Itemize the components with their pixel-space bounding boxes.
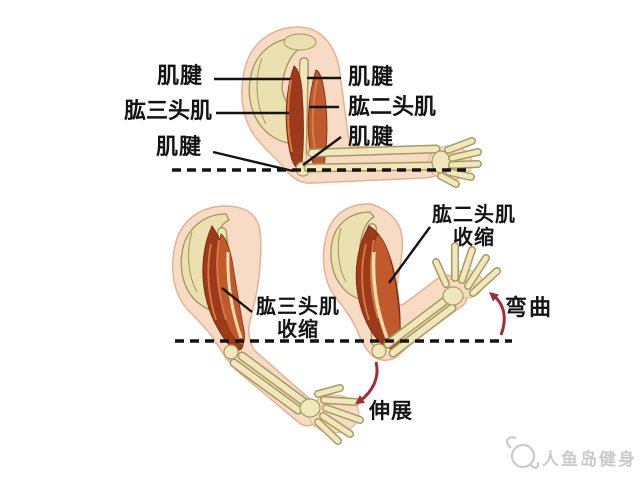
logo-circle: [510, 443, 536, 469]
leader-tendon-right-bottom: [302, 136, 342, 166]
flexed-arm-elbow-bone: [371, 343, 387, 359]
triceps-contraction-line1: 肱三头肌: [256, 294, 340, 318]
logo-fin: [530, 461, 540, 469]
extended-arm-radius-bone: [239, 353, 307, 405]
label-triceps: 肱三头肌: [124, 99, 213, 124]
extend-arrow: [355, 361, 379, 404]
label-biceps: 肱二头肌: [348, 95, 437, 120]
flex-arrow-head: [489, 292, 499, 302]
extend-arrow-curve: [359, 361, 379, 403]
extend-arrow-head: [355, 395, 365, 404]
leader-tendon-left-bottom: [212, 150, 294, 173]
extended-arm-muscle-fiber: [216, 239, 227, 321]
triceps-contraction-line2: 收缩: [277, 317, 319, 341]
label-flex: 弯曲: [505, 296, 554, 321]
mermaid-logo-icon: [506, 436, 540, 469]
leader-triceps-contraction: [221, 287, 253, 313]
label-leader-lines: [212, 76, 431, 313]
label-tendon-right-bottom: 肌腱: [348, 125, 395, 150]
top-arm-muscle-fiber: [287, 79, 293, 153]
extended-arm-illustration: [171, 205, 364, 445]
extended-arm-carpal-bones: [299, 398, 321, 418]
extended-arm-elbow-bone: [223, 344, 239, 360]
biceps-contraction-line1: 肱二头肌: [432, 202, 516, 226]
extended-arm-ulna-bone: [231, 360, 301, 413]
flex-arrow-curve: [491, 293, 506, 336]
label-triceps-contraction: 肱三头肌 收缩: [250, 295, 346, 341]
top-arm-scapula-ridge: [256, 57, 267, 125]
flexed-arm-finger-bones: [432, 242, 501, 297]
top-arm-illustration: [241, 26, 482, 188]
extended-arm-scapula-ridge: [188, 231, 198, 293]
label-tendon-right-top: 肌腱: [348, 65, 395, 90]
extended-arm-muscle-fiber: [207, 243, 217, 321]
flex-arrow: [489, 292, 506, 336]
extended-arm-finger-bones: [314, 384, 364, 445]
flexed-arm-muscle-fiber: [361, 243, 370, 321]
flexed-arm-illustration: [322, 203, 501, 361]
label-biceps-contraction: 肱二头肌 收缩: [426, 203, 522, 249]
leader-biceps-contraction: [388, 226, 431, 284]
flexed-arm-radius-bone: [385, 297, 449, 347]
top-arm-finger-bones: [437, 137, 482, 188]
top-arm-ulna-bone: [305, 163, 437, 171]
flexed-arm-ulna-bone: [390, 305, 455, 356]
flexed-arm-muscle-fiber: [370, 239, 379, 319]
flexed-arm-carpal-bones: [442, 286, 464, 306]
top-arm-shoulder-bone: [283, 33, 317, 51]
flexed-arm-tendon-strip: [371, 251, 389, 339]
biceps-contraction-line2: 收缩: [453, 225, 495, 249]
flexed-arm-scapula-ridge: [337, 227, 347, 283]
label-tendon-left-bottom: 肌腱: [156, 135, 203, 160]
top-arm-radius-bone: [309, 146, 439, 156]
label-extend: 伸展: [369, 399, 413, 423]
watermark-brand-text: 人鱼岛健身: [542, 450, 637, 470]
label-tendon-left-top: 肌腱: [157, 64, 204, 89]
logo-tail: [506, 436, 517, 449]
